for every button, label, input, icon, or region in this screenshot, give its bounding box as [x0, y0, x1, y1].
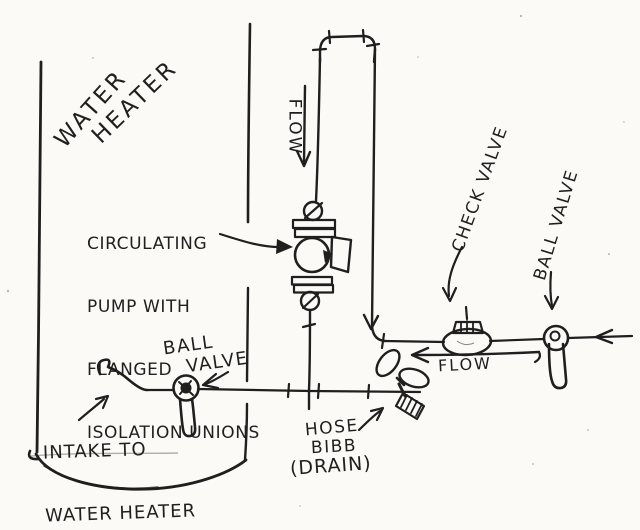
arrow-shaft	[447, 245, 464, 298]
check-valve-symbol	[441, 320, 493, 357]
down-flow-arrowhead	[362, 313, 380, 331]
ball-valve-body	[172, 374, 200, 402]
riser-upper-segment	[314, 56, 322, 203]
check-valve-cap-ridges	[460, 320, 474, 334]
union-tick	[311, 47, 328, 52]
arrowhead	[201, 372, 220, 390]
riser-tick	[301, 322, 317, 329]
pipe-tick	[316, 382, 321, 400]
tank-right-wall-lower	[243, 402, 249, 462]
isolation-valve-bottom	[299, 290, 321, 312]
ball-valve-handle	[547, 342, 568, 390]
arrowhead	[441, 286, 458, 303]
ball-valve-left-label-arrow	[201, 370, 230, 390]
union-tick	[365, 42, 381, 48]
flanged-union-bottom	[290, 275, 335, 294]
flange-bar	[292, 283, 335, 294]
arrowhead	[94, 394, 110, 410]
pump-motor-box	[329, 235, 353, 274]
intake-squiggle	[96, 358, 149, 392]
tank-right-wall-mid	[245, 286, 250, 383]
pump-note-line2: PUMP WITH	[87, 297, 191, 317]
tank-bottom-left-blob	[27, 449, 41, 461]
intake-label-line1: INTAKE TO	[42, 439, 147, 464]
ball-valve-scribble-strokes	[178, 380, 194, 396]
pipe-tick	[366, 383, 371, 400]
valve-slash	[301, 292, 320, 310]
arrowhead	[543, 294, 560, 311]
intake-horizontal	[145, 387, 422, 394]
pipe-tick	[286, 382, 291, 399]
pump-label-arrow	[218, 232, 293, 254]
flow-label-horizontal: FLOW	[437, 353, 493, 376]
intake-pipe	[96, 358, 422, 400]
bibb-spout-ridges	[400, 394, 423, 417]
ball-valve-body	[542, 324, 570, 352]
flanged-union-top	[291, 218, 337, 239]
flow-arrow-return	[410, 346, 541, 364]
bibb-handle-left-petal	[375, 348, 401, 378]
arrow-stub	[464, 305, 469, 321]
tank-bottom-pencil-chord	[30, 452, 179, 457]
bibb-handle-pinch	[395, 376, 406, 387]
return-horizontal-b	[488, 337, 546, 343]
pump-motor-coupling	[323, 250, 333, 263]
ball-valve-handle	[178, 397, 197, 438]
check-valve-label-arrow	[441, 245, 469, 321]
tank-right-wall-upper	[246, 22, 252, 224]
flow-arrow-down	[295, 84, 312, 168]
arrowhead	[276, 239, 293, 254]
valve-body	[299, 290, 321, 312]
return-horizontal-c	[566, 334, 634, 340]
arrowhead	[369, 406, 385, 422]
return-horizontal-a	[383, 339, 446, 344]
intake-label: INTAKE TO WATER HEATER	[41, 395, 198, 530]
flange-bar	[293, 227, 337, 239]
intake-label-line2: WATER HEATER	[44, 500, 197, 527]
arrowhead	[295, 149, 312, 168]
return-pipe	[362, 47, 634, 350]
bibb-handle-right-petal	[398, 367, 430, 389]
ball-valve-right-symbol	[542, 324, 570, 390]
isolation-valve-top	[302, 200, 324, 222]
flow-label-vertical: FLOW	[284, 98, 305, 156]
intake-label-arrow	[77, 394, 110, 422]
tank-bottom-echo-stroke	[43, 465, 159, 489]
circulating-pump-label: CIRCULATING PUMP WITH FLANGED ISOLATION …	[87, 192, 260, 486]
water-heater-tank	[27, 22, 252, 491]
ball-valve-bore	[549, 330, 561, 342]
circulating-pump-symbol	[293, 235, 353, 274]
return-riser	[370, 47, 377, 328]
hose-bibb-label-arrow	[357, 406, 385, 432]
paper-specks	[6, 14, 625, 515]
flange-bar	[290, 275, 334, 286]
circulating-pump-assembly	[290, 200, 353, 312]
union-tick	[327, 29, 332, 45]
arrow-shaft	[549, 270, 554, 308]
tank-left-wall	[35, 60, 43, 454]
arrow-shaft	[302, 84, 307, 164]
arrowhead	[410, 346, 430, 364]
union-tick	[361, 28, 366, 44]
flange-bar	[291, 218, 337, 230]
supply-arrowhead	[594, 328, 614, 345]
pipe-tick	[380, 332, 386, 350]
top-loop	[318, 34, 377, 64]
arrow-shaft	[357, 409, 382, 432]
pump-note-line1: CIRCULATING	[87, 234, 208, 254]
hose-bibb-symbol	[375, 348, 430, 421]
pump-note-line3: FLANGED	[87, 360, 173, 380]
arrow-shaft	[77, 397, 106, 422]
valve-slash	[303, 201, 324, 220]
arrow-shaft	[204, 370, 230, 386]
pump-note-line4: ISOLATION UNIONS	[87, 423, 260, 443]
ball-valve-right-label-arrow	[543, 270, 560, 311]
bibb-spout	[394, 391, 426, 421]
check-valve-scribble	[456, 340, 475, 346]
arrow-shaft	[412, 350, 541, 357]
arrow-tail-hook	[533, 350, 541, 364]
ball-valve-left-symbol	[172, 374, 200, 438]
